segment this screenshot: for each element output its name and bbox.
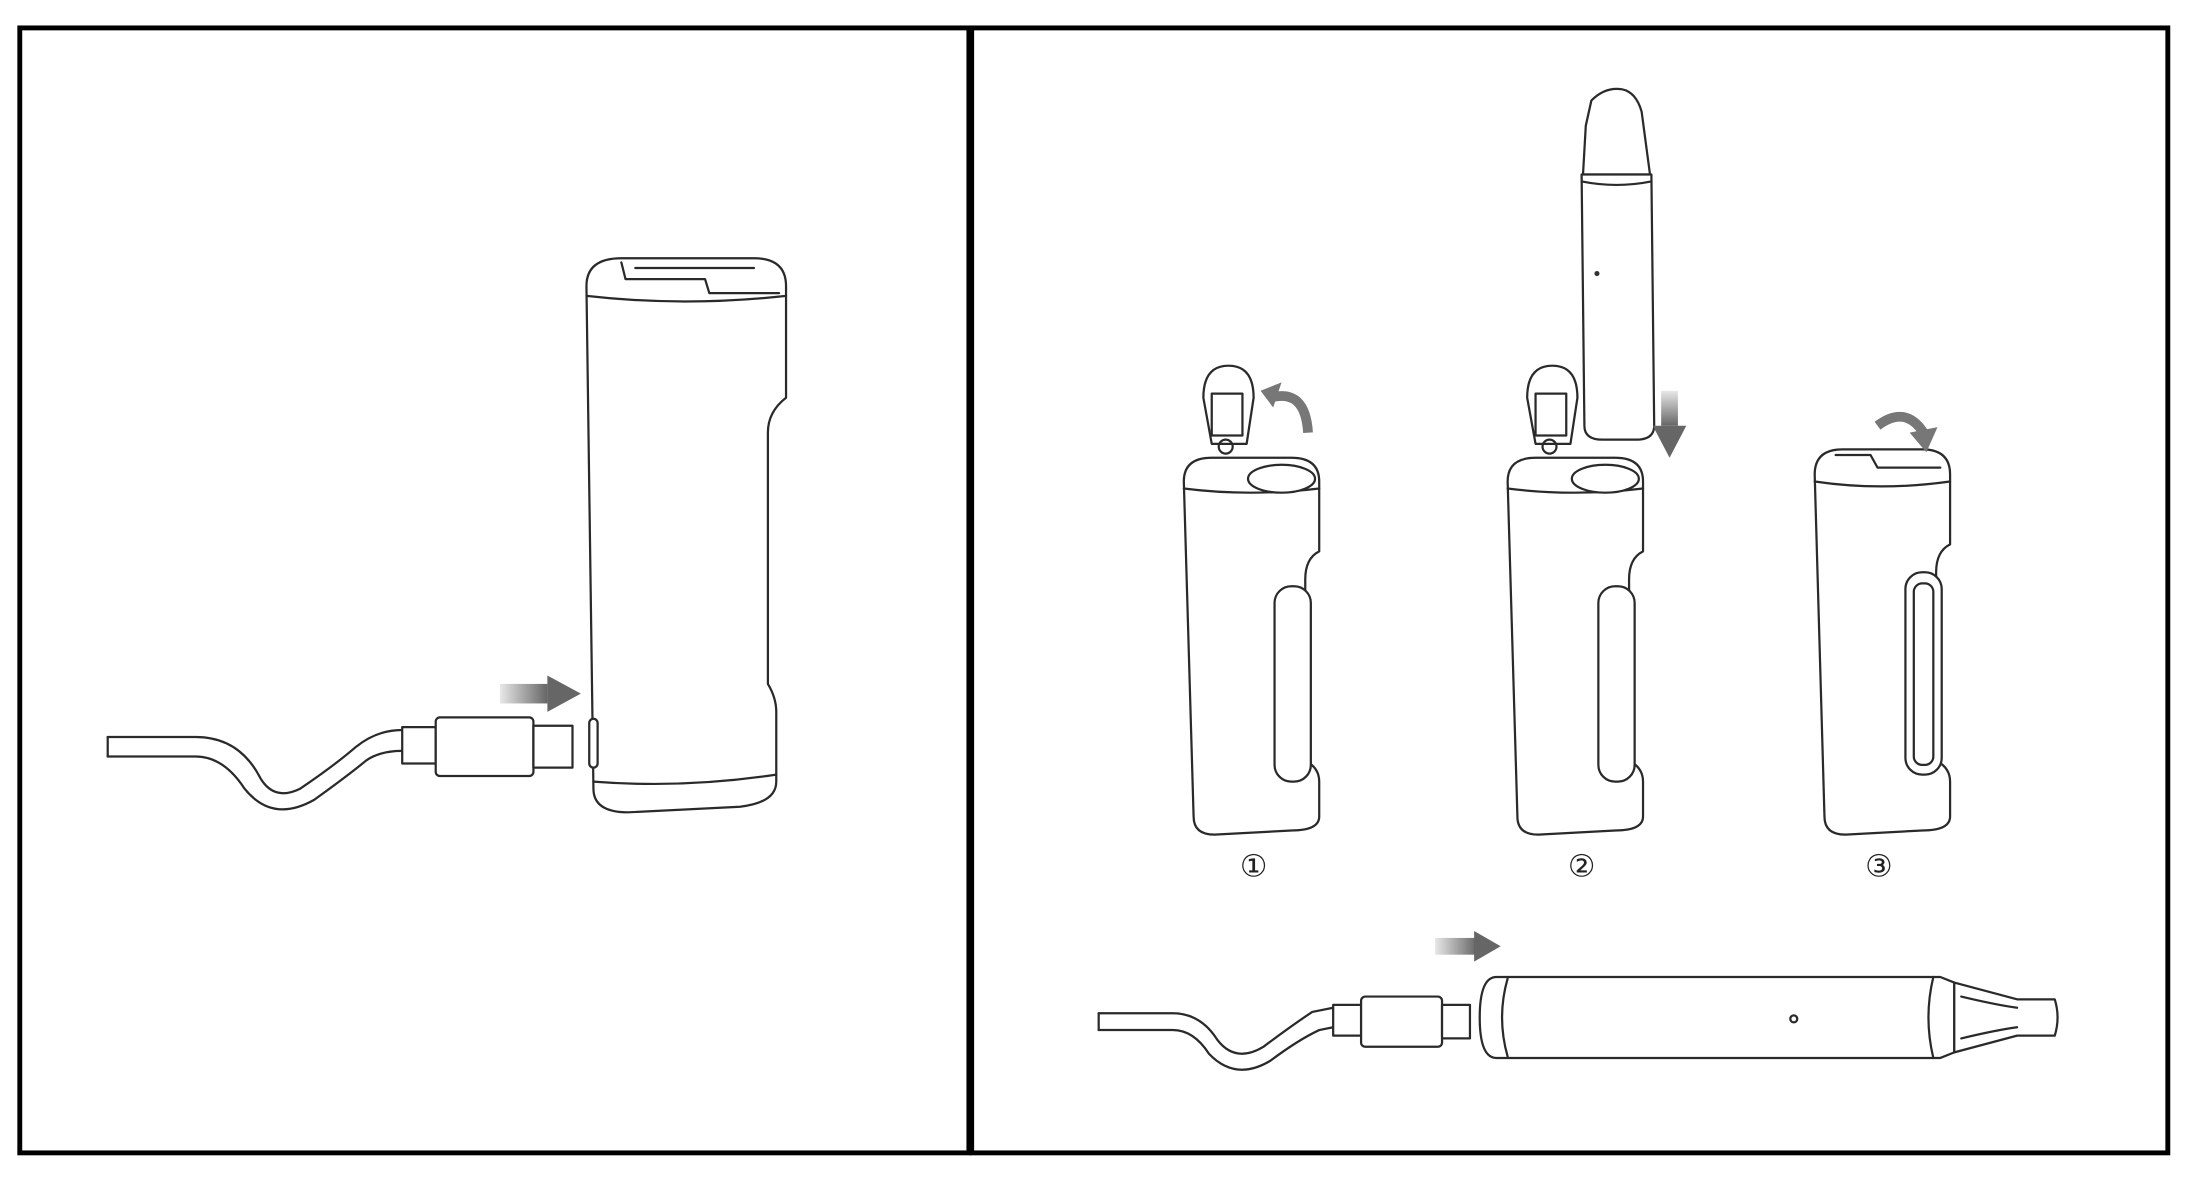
step-1-case-open: ① xyxy=(1182,364,1321,885)
insert-cable-arrow-icon xyxy=(1435,930,1501,962)
step-3-case-closed: ③ xyxy=(1813,411,1952,885)
close-lid-arrow-icon xyxy=(1909,427,1938,453)
left-panel-frame xyxy=(17,25,972,1156)
charging-pen-illustration xyxy=(1097,975,2059,1071)
pod-cartridge xyxy=(1580,87,1656,441)
insert-down-arrow-icon xyxy=(1652,425,1687,458)
usb-port xyxy=(588,717,599,769)
insert-arrow-icon xyxy=(499,675,581,712)
usb-cable xyxy=(106,716,574,811)
step-3-label: ③ xyxy=(1865,850,1893,885)
step-1-label: ① xyxy=(1240,850,1268,885)
open-lid-arrow-icon xyxy=(1260,382,1282,408)
step-2-label: ② xyxy=(1568,850,1596,885)
right-panel-frame xyxy=(969,25,2171,1156)
step-2-insert-pod: ② xyxy=(1506,87,1687,885)
charging-case-illustration xyxy=(585,257,788,814)
